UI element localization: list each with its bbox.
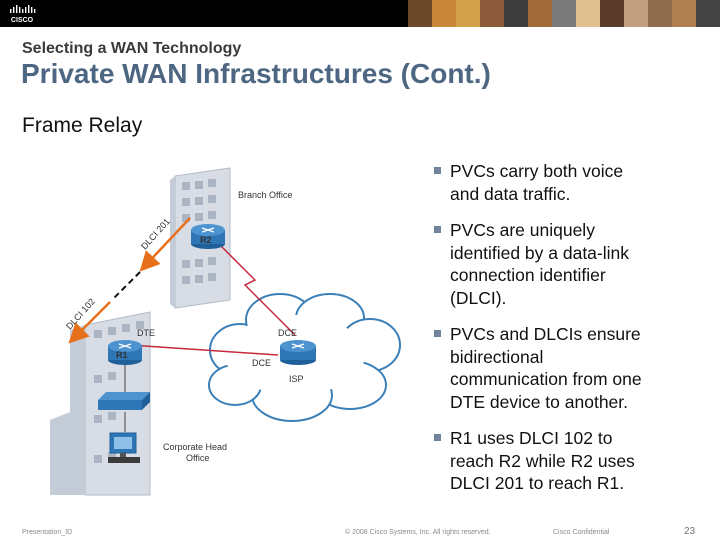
footer-copyright: © 2008 Cisco Systems, Inc. All rights re… [345, 529, 491, 536]
photo-tile [480, 0, 504, 27]
pc-workstation [108, 432, 140, 463]
r1-label: R1 [116, 350, 128, 360]
photo-tile [624, 0, 648, 27]
photo-tile [456, 0, 480, 27]
bullet-square-icon [434, 330, 441, 337]
slide-title: Private WAN Infrastructures (Cont.) [21, 58, 491, 89]
wan-link-r1-isp [129, 344, 279, 356]
section-heading: Frame Relay [22, 114, 143, 137]
corporate-office-label-2: Office [186, 453, 209, 463]
bullet-square-icon [434, 434, 441, 441]
footer-confidential: Cisco Confidential [553, 529, 610, 536]
photo-tile [432, 0, 456, 27]
pvc-dashed-path [111, 271, 141, 301]
bullet-square-icon [434, 226, 441, 233]
photo-tile [600, 0, 624, 27]
dlci-102-arrow [68, 301, 111, 344]
photo-tile [576, 0, 600, 27]
r2-label: R2 [200, 235, 212, 245]
photo-strip [408, 0, 720, 27]
photo-tile [672, 0, 696, 27]
page-number: 23 [684, 526, 696, 537]
bullet-square-icon [434, 167, 441, 174]
dlci-201-arrow [139, 217, 191, 272]
photo-tile [696, 0, 720, 27]
photo-tile [528, 0, 552, 27]
photo-tile [504, 0, 528, 27]
cisco-logo-text: CISCO [11, 17, 34, 24]
corporate-office-label-1: Corporate Head [163, 442, 227, 452]
photo-tile [408, 0, 432, 27]
branch-office-label: Branch Office [238, 190, 292, 200]
photo-tile [552, 0, 576, 27]
r1-router [108, 340, 142, 365]
switch [98, 392, 150, 410]
photo-tile [648, 0, 672, 27]
isp-label: ISP [289, 374, 304, 384]
top-banner: CISCO [0, 0, 720, 27]
wan-link-r2-isp [214, 239, 296, 336]
cisco-logo: CISCO [10, 5, 36, 24]
dlci-201-label: DLCI 201 [139, 216, 172, 251]
dce-label-top: DCE [278, 328, 297, 338]
frame-relay-diagram: Branch Office Corporate Head Office DLCI… [50, 167, 401, 496]
footer-presentation-id: Presentation_ID [22, 529, 73, 536]
isp-router [280, 340, 316, 365]
dce-label-left: DCE [252, 358, 271, 368]
slide-subtitle: Selecting a WAN Technology [22, 40, 242, 57]
r2-router [191, 224, 225, 249]
dte-label: DTE [137, 328, 155, 338]
